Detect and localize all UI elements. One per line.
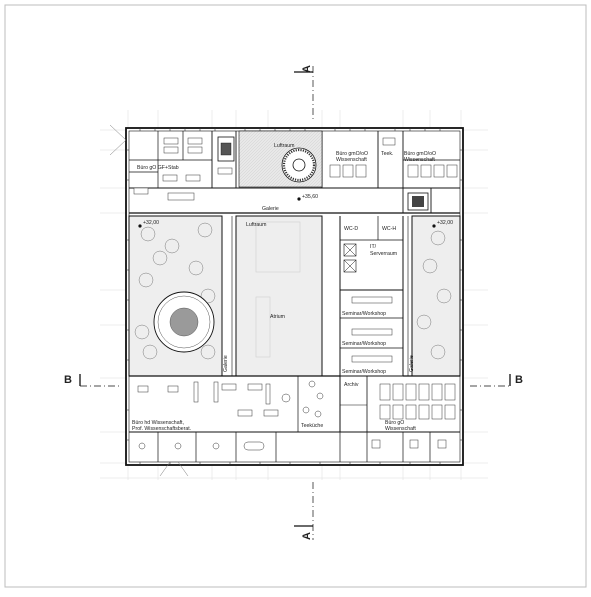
room-labels: Büro gO GF+Stab Luftraum Büro gmO/oO Wis… [132,143,436,432]
label-teek: Teek. [381,151,393,157]
left-courtyard [128,215,223,377]
label-teekueche: Teeküche [301,423,323,429]
section-marks: A A B B [64,65,523,540]
drawing-frame [4,4,587,588]
label-buero-go-gf: Büro gO GF+Stab [137,165,179,171]
bottom-office-band [129,375,460,462]
section-mark-a-top: A [301,65,313,73]
label-atrium: Atrium [270,314,285,320]
central-atrium [231,215,323,377]
corner-leaders [109,124,189,477]
label-seminar-2: Seminar/Workshop [342,341,386,347]
level-35-60: +35,60 [302,194,318,200]
label-buero-go-2: Wissenschaft [385,426,416,432]
right-courtyard [407,215,461,377]
top-office-band [129,130,460,214]
level-markers: +35,60 +32,00 +32,00 [138,194,453,228]
label-buero-hd-2: Prof. Wissenschaftsberat. [132,426,191,432]
section-cut-lines [79,66,511,540]
label-seminar-3: Seminar/Workshop [342,369,386,375]
spiral-stair [281,147,317,183]
desks-top-right [329,137,458,178]
label-it: IT/ [370,244,377,250]
label-buero-gmo-left: Büro gmO/oO [336,151,368,157]
label-galerie-top: Galerie [262,206,279,212]
label-serverraum: Serverraum [370,251,397,257]
level-32-00-left: +32,00 [143,220,159,226]
label-galerie-right: Galerie [409,355,415,372]
label-wc-h: WC-H [382,226,396,232]
desks-top-left [133,137,233,201]
label-seminar-1: Seminar/Workshop [342,311,386,317]
label-wissenschaft-left: Wissenschaft [336,157,367,163]
level-32-00-right: +32,00 [437,220,453,226]
label-buero-go-1: Büro gO [385,420,404,426]
label-wc-d: WC-D [344,226,358,232]
label-wissenschaft-right: Wissenschaft [404,157,435,163]
section-mark-b-left: B [64,374,72,386]
label-galerie-left: Galerie [223,355,229,372]
section-mark-a-bottom: A [301,532,313,540]
right-core [339,216,404,432]
label-buero-hd-1: Büro hd Wissenschaft, [132,420,184,426]
label-buero-gmo-right: Büro gmO/oO [404,151,436,157]
label-luftraum-top: Luftraum [274,143,294,149]
section-mark-b-right: B [515,374,523,386]
label-archiv: Archiv [344,382,359,388]
label-luftraum-center: Luftraum [246,222,266,228]
